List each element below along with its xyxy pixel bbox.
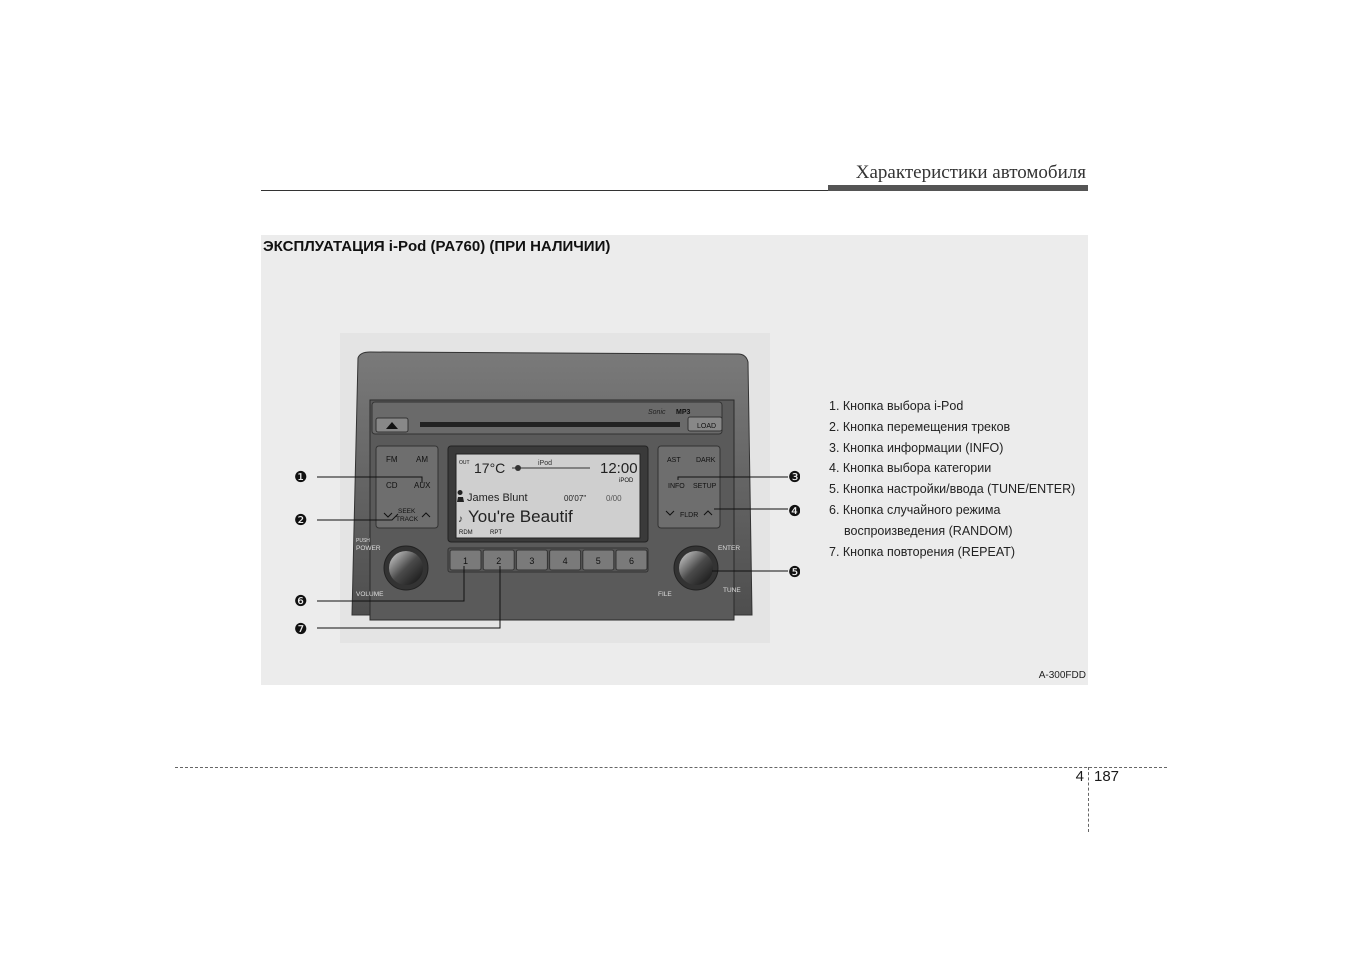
lcd-out-label: OUT [459,460,470,466]
page-number: 187 [1094,768,1119,785]
tune-label: TUNE [723,587,741,594]
cd-button[interactable]: CD [386,481,398,490]
lcd-clock: 12:00 [600,460,638,477]
brand-logo: Sonic [648,409,666,416]
lcd-mode: iPOD [619,478,634,484]
lcd-artist: James Blunt [467,492,528,504]
legend-item-6: 6. Кнопка случайного режима [829,500,1075,521]
callout-marker-1: ❶ [294,469,307,486]
enter-label: ENTER [718,545,740,552]
header-rule [261,190,828,191]
section-title: ЭКСПЛУАТАЦИЯ i-Pod (PA760) (ПРИ НАЛИЧИИ) [263,238,610,255]
seek-label: SEEK [398,508,416,515]
preset-label-5: 5 [596,556,601,566]
dark-button[interactable]: DARK [696,457,716,464]
legend-item-7: 7. Кнопка повторения (REPEAT) [829,542,1075,563]
callout-marker-6: ❻ [294,593,307,610]
chapter-number: 4 [1064,768,1084,785]
mp3-logo: MP3 [676,409,691,416]
power-label: POWER [356,545,381,552]
volume-knob[interactable] [389,551,423,585]
tune-knob[interactable] [679,551,713,585]
file-label: FILE [658,591,672,598]
cd-slot-panel [372,402,722,434]
preset-label-6: 6 [629,556,634,566]
preset-label-1: 1 [463,556,468,566]
fm-button[interactable]: FM [386,455,398,464]
ast-button[interactable]: AST [667,457,681,464]
preset-label-2: 2 [496,556,501,566]
header-rule-accent [828,185,1088,191]
lcd-ipod-indicator-icon [515,465,521,471]
load-label: LOAD [697,423,716,430]
chapter-header-title: Характеристики автомобиля [780,162,1086,184]
radio-svg: Sonic MP3 LOAD FM AM CD AUX SEEK TRACK O… [280,330,800,650]
push-label: PUSH [356,538,370,544]
track-label: TRACK [396,516,419,523]
lcd-note-icon: ♪ [458,514,463,525]
preset-label-4: 4 [563,556,568,566]
volume-label: VOLUME [356,591,384,598]
lcd-rdm: RDM [459,530,473,536]
radio-illustration: Sonic MP3 LOAD FM AM CD AUX SEEK TRACK O… [280,330,800,655]
legend-item-5: 5. Кнопка настройки/ввода (TUNE/ENTER) [829,479,1075,500]
callout-marker-4: ❹ [788,503,800,520]
callout-marker-5: ❺ [788,564,800,581]
am-button[interactable]: AM [416,455,428,464]
fldr-label: FLDR [680,512,698,519]
legend-item-6-continued: воспроизведения (RANDOM) [829,521,1075,542]
lcd-rpt: RPT [490,530,502,536]
legend-item-1: 1. Кнопка выбора i-Pod [829,396,1075,417]
legend-item-2: 2. Кнопка перемещения треков [829,417,1075,438]
preset-label-3: 3 [529,556,534,566]
figure-code: A-300FDD [980,670,1086,681]
info-button[interactable]: INFO [668,483,685,490]
footer-rule [175,767,1167,768]
legend-item-4: 4. Кнопка выбора категории [829,458,1075,479]
lcd-elapsed-time: 00'07" [564,494,586,503]
lcd-temperature: 17°C [474,460,505,476]
callout-legend: 1. Кнопка выбора i-Pod 2. Кнопка перемещ… [829,396,1075,562]
footer-divider [1088,767,1089,832]
legend-item-3: 3. Кнопка информации (INFO) [829,438,1075,459]
callout-marker-3: ❸ [788,469,800,486]
lcd-source: iPod [538,460,552,467]
callout-marker-7: ❼ [294,621,307,638]
lcd-song-title: You're Beautif [468,507,573,526]
cd-slot [420,422,680,427]
callout-marker-2: ❷ [294,512,307,529]
aux-button[interactable]: AUX [414,481,431,490]
setup-button[interactable]: SETUP [693,483,717,490]
lcd-track-counter: 0/00 [606,494,622,503]
